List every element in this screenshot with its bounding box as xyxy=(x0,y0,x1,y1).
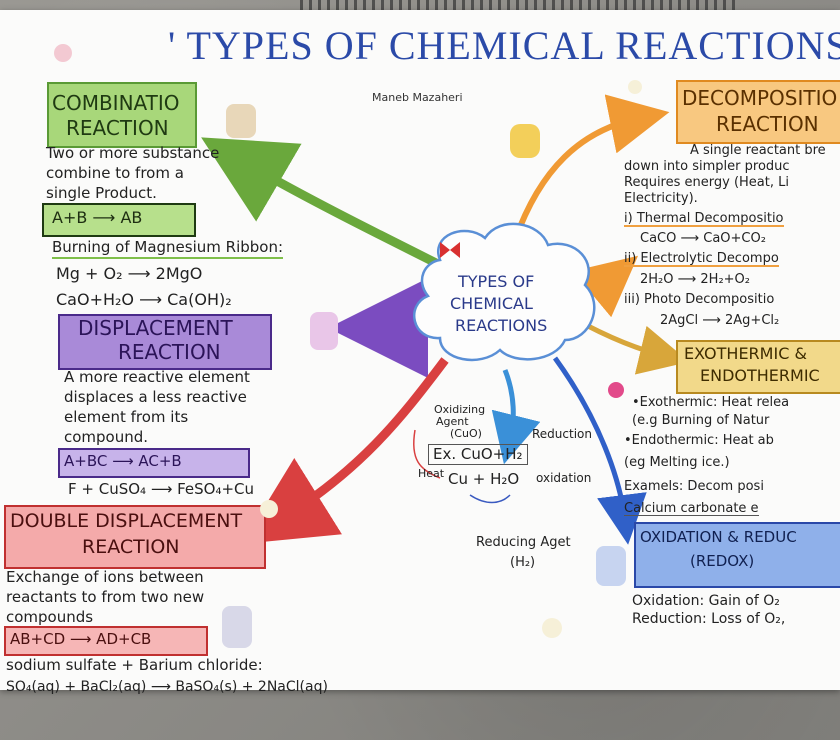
center-text-line2: CHEMICAL xyxy=(450,294,533,313)
decomposition-desc-line1: A single reactant bre xyxy=(690,143,826,158)
center-cloud xyxy=(412,222,596,362)
displacement-equation: F + CuSO₄ ⟶ FeSO₄+Cu xyxy=(68,480,255,498)
decomposition-item-photo: iii) Photo Decompositio xyxy=(624,292,775,307)
decomposition-equation-2: 2H₂O ⟶ 2H₂+O₂ xyxy=(640,272,750,287)
exothermic-line-4: (eg Melting ice.) xyxy=(624,455,730,470)
oxidizing-agent-label-1: Oxidizing xyxy=(434,403,486,416)
reduction-curve xyxy=(469,494,511,504)
exothermic-line-1: •Exothermic: Heat relea xyxy=(632,395,790,410)
arrow-to-double-displacement xyxy=(241,357,449,544)
combination-example-title: Burning of Magnesium Ribbon: xyxy=(52,240,284,259)
star-sticker-middle xyxy=(260,500,278,518)
combination-heading-line2: REACTION xyxy=(66,116,169,140)
double-displacement-heading-line2: REACTION xyxy=(82,536,180,558)
page-title: ' TYPES OF CHEMICAL REACTIONS ' xyxy=(168,23,840,68)
combination-formula-box xyxy=(42,203,196,237)
displacement-heading-line2: REACTION xyxy=(118,340,221,364)
reducing-agent-label-1: Reducing Aget xyxy=(476,535,571,550)
star-sticker-top xyxy=(628,80,642,94)
double-displacement-formula: AB+CD ⟶ AD+CB xyxy=(10,630,152,648)
girl-sticker-middle xyxy=(310,312,338,350)
redox-heading-line1: OXIDATION & REDUC xyxy=(640,528,797,546)
combination-heading-line1: COMBINATIO xyxy=(52,91,180,115)
exothermic-heading-line1: EXOTHERMIC & xyxy=(684,344,807,363)
star-sticker-bottom xyxy=(542,618,562,638)
displacement-heading-line1: DISPLACEMENT xyxy=(78,316,233,340)
exothermic-line-6: Calcium carbonate e xyxy=(624,501,759,516)
pink-star-sticker xyxy=(608,382,624,398)
displacement-formula-box xyxy=(58,448,250,478)
exothermic-heading-box xyxy=(676,340,840,394)
exothermic-line-5: Examels: Decom posi xyxy=(624,479,764,494)
reducing-agent-label-2: (H₂) xyxy=(510,555,536,570)
double-displacement-desc-line1: Exchange of ions between xyxy=(6,568,204,586)
redox-products: Cu + H₂O xyxy=(448,470,520,488)
arrow-to-redox xyxy=(552,356,647,545)
decomposition-equation-3: 2AgCl ⟶ 2Ag+Cl₂ xyxy=(660,313,780,328)
flower-sticker xyxy=(54,44,72,62)
combination-desc-line3: single Product. xyxy=(46,184,157,202)
combination-formula: A+B ⟶ AB xyxy=(52,208,143,227)
redox-heading-line2: (REDOX) xyxy=(690,552,755,570)
displacement-formula: A+BC ⟶ AC+B xyxy=(64,452,182,470)
oxidation-curve xyxy=(413,429,441,479)
displacement-heading-box xyxy=(58,314,272,370)
decomposition-heading-line2: REACTION xyxy=(716,112,819,136)
arrow-to-exothermic xyxy=(584,322,690,375)
displacement-desc-line4: compound. xyxy=(64,428,149,446)
double-displacement-example-1: sodium sulfate + Barium chloride: xyxy=(6,656,263,674)
displacement-desc-line3: element from its xyxy=(64,408,189,426)
girl-sticker-top xyxy=(226,104,256,138)
decomposition-heading-box xyxy=(676,80,840,144)
arrow-to-decomposition xyxy=(512,94,670,242)
arrow-to-combination xyxy=(201,137,443,270)
decomposition-desc-line2: down into simpler produc xyxy=(624,159,790,174)
displacement-desc-line2: displaces a less reactive xyxy=(64,388,247,406)
double-displacement-formula-box xyxy=(4,626,208,656)
girl-sticker-right xyxy=(596,546,626,586)
decomposition-desc-line3: Requires energy (Heat, Li xyxy=(624,175,789,190)
bee-sticker xyxy=(510,124,540,158)
combination-desc-line1: Two or more substance xyxy=(46,144,220,162)
redox-heading-box xyxy=(634,522,840,588)
double-displacement-example-2: SO₄(aq) + BaCl₂(aq) ⟶ BaSO₄(s) + 2NaCl(a… xyxy=(6,679,328,695)
combination-desc-line2: combine to from a xyxy=(46,164,184,182)
heat-label: Heat xyxy=(418,467,445,480)
double-displacement-heading-box xyxy=(4,505,266,569)
decomposition-item-electrolytic: ii) Electrolytic Decompo xyxy=(624,251,779,267)
double-displacement-desc-line2: reactants to from two new xyxy=(6,588,205,606)
combination-heading-box xyxy=(47,82,197,148)
redox-oxidation-def: Oxidation: Gain of O₂ xyxy=(632,593,780,609)
girl-sticker-bottom xyxy=(222,606,252,648)
exothermic-heading-line2: ENDOTHERMIC xyxy=(700,366,820,385)
decomposition-heading-line1: DECOMPOSITIO xyxy=(682,86,838,110)
double-displacement-desc-line3: compounds xyxy=(6,608,94,626)
oxidizing-agent-label-3: (CuO) xyxy=(450,427,482,440)
redox-example-equation: Ex. CuO+H₂ xyxy=(428,444,528,465)
decomposition-desc-line4: Electricity). xyxy=(624,191,698,206)
combination-equation-2: CaO+H₂O ⟶ Ca(OH)₂ xyxy=(56,290,232,309)
center-text-line3: REACTIONS xyxy=(455,316,548,335)
oxidation-label: oxidation xyxy=(536,471,592,485)
bow-sticker xyxy=(440,242,460,258)
decomposition-item-thermal: i) Thermal Decompositio xyxy=(624,211,784,227)
combination-equation-1: Mg + O₂ ⟶ 2MgO xyxy=(56,264,203,283)
exothermic-line-3: •Endothermic: Heat ab xyxy=(624,433,774,448)
author-name: Maneb Mazaheri xyxy=(372,91,463,104)
displacement-desc-line1: A more reactive element xyxy=(64,368,250,386)
exothermic-line-2: (e.g Burning of Natur xyxy=(632,413,770,428)
center-text-line1: TYPES OF xyxy=(458,272,535,291)
reduction-label: Reduction xyxy=(532,427,592,441)
double-displacement-heading-line1: DOUBLE DISPLACEMENT xyxy=(10,510,243,532)
arrow-to-redox-example xyxy=(491,369,541,465)
oxidizing-agent-label-2: Agent xyxy=(436,415,469,428)
decomposition-equation-1: CaCO ⟶ CaO+CO₂ xyxy=(640,231,766,246)
redox-reduction-def: Reduction: Loss of O₂, xyxy=(632,611,786,627)
